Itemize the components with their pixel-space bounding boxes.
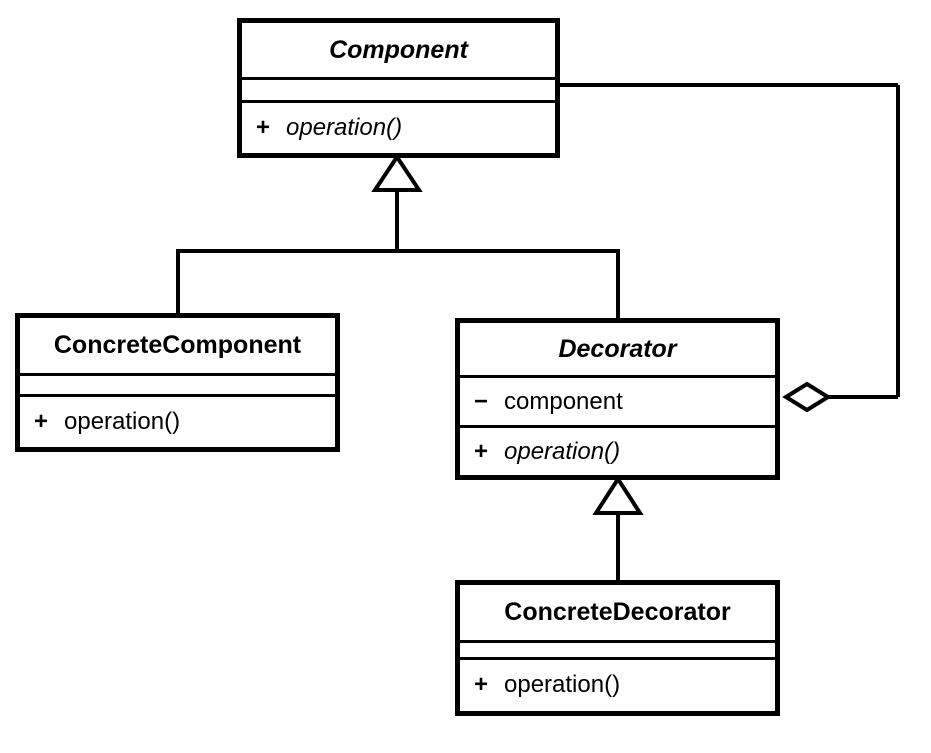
concretedecorator-attributes-compartment [460,640,775,657]
component-operation-name: operation() [286,114,403,141]
class-box-concretecomponent[interactable]: ConcreteComponent + operation() [15,313,340,452]
decorator-name-compartment: Decorator [460,323,775,375]
class-box-concretedecorator[interactable]: ConcreteDecorator + operation() [455,580,780,716]
aggregation-decorator-component [558,83,900,413]
generalization-to-decorator [592,475,644,582]
concretecomponent-operations-compartment: + operation() [20,394,335,447]
concretecomponent-name-compartment: ConcreteComponent [20,318,335,373]
hollow-diamond-aggregation [782,381,832,413]
hollow-triangle-arrowhead-component [371,153,423,192]
component-class-name: Component [329,35,468,64]
concretedecorator-class-name: ConcreteDecorator [504,598,731,626]
concretedecorator-name-compartment: ConcreteDecorator [460,585,775,640]
generalization-to-component [176,153,620,320]
concretedecorator-operations-compartment: + operation() [460,657,775,709]
concretedecorator-operation-visibility: + [474,670,489,698]
decorator-class-name: Decorator [558,334,677,363]
class-box-decorator[interactable]: Decorator − component + operation() [455,318,780,480]
decorator-operations-compartment: + operation() [460,425,775,475]
component-operations-compartment: + operation() [242,100,555,153]
component-attributes-compartment [242,77,555,100]
decorator-operation-name: operation() [504,437,621,465]
hollow-triangle-arrowhead-decorator [592,475,644,515]
component-operation-visibility: + [256,114,271,141]
concretecomponent-operation-name: operation() [64,408,181,435]
decorator-attribute-name: component [504,387,623,415]
concretecomponent-operation-visibility: + [34,408,49,435]
concretecomponent-class-name: ConcreteComponent [53,331,302,359]
decorator-operation-visibility: + [474,437,489,465]
component-name-compartment: Component [242,23,555,77]
class-box-component[interactable]: Component + operation() [237,18,560,158]
concretecomponent-attributes-compartment [20,373,335,394]
decorator-attributes-compartment: − component [460,375,775,425]
decorator-attribute-visibility: − [474,387,489,415]
concretedecorator-operation-name: operation() [504,670,621,698]
